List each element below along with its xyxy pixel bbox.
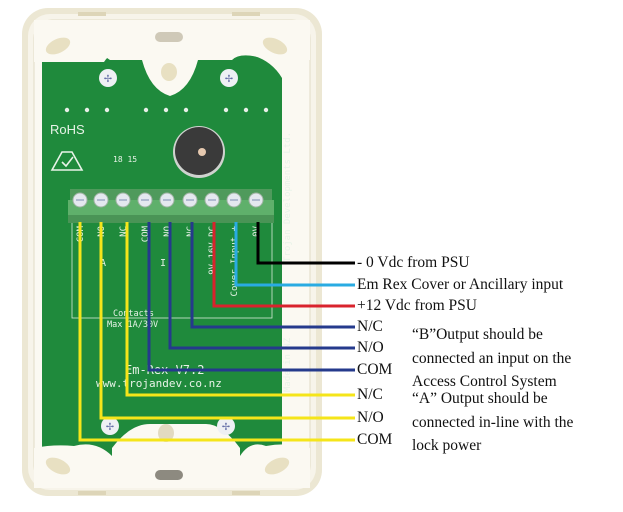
note-line: connected an input on the — [412, 349, 572, 367]
contacts-rating: Max 1A/30V — [107, 320, 158, 330]
buzzer — [173, 126, 225, 178]
terminal-label: NO — [163, 226, 173, 237]
wire-b-com — [147, 222, 355, 372]
wire-a-no — [99, 222, 355, 420]
svg-text:✢: ✢ — [104, 74, 112, 85]
mounting-slot-top-right — [262, 37, 288, 55]
wire-label-b-no: N/O — [357, 339, 384, 356]
wire-label-0v: - 0 Vdc from PSU — [357, 254, 470, 271]
wire-label-cover: Em Rex Cover or Ancillary input — [357, 276, 564, 293]
made-in-label: Made in NZ — [283, 337, 293, 392]
svg-text:✢: ✢ — [225, 74, 233, 85]
svg-text:✢: ✢ — [222, 422, 230, 433]
terminal-label: COM — [141, 225, 151, 242]
mounting-slot-bottom-right — [264, 457, 290, 475]
silkscreen-code: 18 15 — [113, 155, 137, 164]
rohs-label: RoHS — [50, 122, 85, 137]
wire-label-b-com: COM — [357, 361, 393, 378]
note-line: lock power — [412, 437, 482, 454]
wire-label-12v: +12 Vdc from PSU — [357, 297, 477, 314]
terminal-label: NC — [119, 226, 129, 237]
mounting-slot-bottom-left — [45, 457, 71, 475]
screw-icon: ✢ ✢ ✢ ✢ — [99, 69, 238, 435]
manufacturer-label: Trojan Developments Ltd. — [283, 132, 293, 262]
note-line: “A” Output should be — [412, 390, 548, 407]
group-a-marker: A — [100, 258, 106, 269]
terminal-block — [68, 189, 274, 223]
wire-label-b-nc: N/C — [357, 318, 383, 335]
wire-b-nc — [190, 222, 355, 329]
wire-label-a-no: N/O — [357, 409, 384, 426]
enclosure-mounts — [34, 20, 310, 488]
wire-12v — [212, 222, 355, 308]
note-line: Access Control System — [412, 373, 557, 390]
compliance-mark-icon — [50, 151, 84, 171]
b-output-note: “B”Output should be connected an input o… — [412, 323, 571, 394]
wire-label-a-nc: N/C — [357, 386, 383, 403]
pcb-pads — [64, 107, 269, 113]
wire-b-no — [168, 222, 355, 350]
mounting-slot-top-left — [45, 37, 71, 55]
wires — [78, 222, 355, 442]
contacts-label: Contacts — [113, 309, 154, 319]
group-b-marker: I — [160, 258, 166, 269]
wire-a-nc — [125, 222, 355, 397]
wire-0v — [256, 222, 355, 265]
note-line: “B”Output should be — [412, 326, 543, 343]
mounting-slot-bottom-center — [155, 470, 183, 480]
website-label: www.trojandev.co.nz — [96, 377, 222, 390]
a-output-note: “A” Output should be connected in-line w… — [412, 387, 573, 458]
svg-text:✢: ✢ — [106, 422, 114, 433]
wire-label-a-com: COM — [357, 431, 393, 448]
mounting-slot-top-center — [155, 32, 183, 42]
wire-cover — [234, 222, 355, 287]
note-line: connected in-line with the — [412, 413, 574, 431]
wire-a-com — [78, 222, 355, 442]
